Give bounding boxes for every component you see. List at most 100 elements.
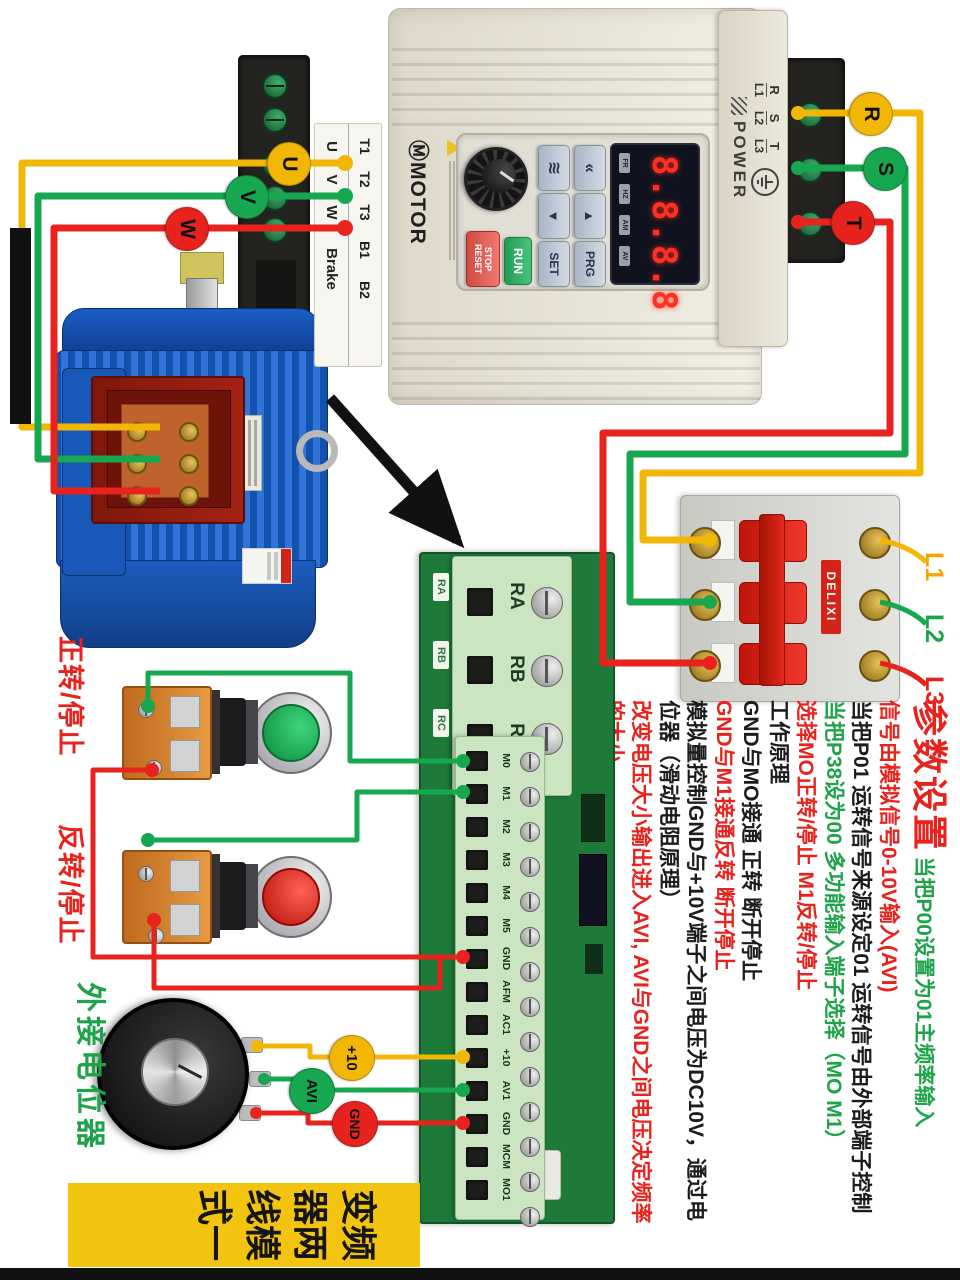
potentiometer-label: 外接电位器 bbox=[73, 982, 106, 1152]
breaker-top-terminal-1[interactable] bbox=[859, 527, 891, 559]
terminal-screw-r[interactable] bbox=[797, 102, 823, 128]
breaker-bottom-terminal-3[interactable] bbox=[689, 650, 721, 682]
terminal-screw-t[interactable] bbox=[797, 211, 823, 237]
recess-screw[interactable] bbox=[262, 107, 288, 133]
motor-terminal[interactable] bbox=[179, 454, 199, 474]
param-line: 模拟量控制GND与+10V端子之间电压为DC10V，通过电 bbox=[684, 700, 708, 1221]
terminal-screw-w[interactable] bbox=[262, 217, 288, 243]
recess-screw[interactable] bbox=[262, 73, 288, 99]
mode-key[interactable]: ≋ bbox=[538, 145, 570, 191]
strip-screw[interactable] bbox=[520, 1101, 540, 1122]
nc-contact-screw[interactable] bbox=[148, 928, 164, 944]
reverse-stop-label: 反转/停止 bbox=[55, 824, 85, 945]
strip-screw[interactable] bbox=[520, 821, 540, 842]
ct-gnd2: GND bbox=[500, 1111, 512, 1136]
strip-screw[interactable] bbox=[520, 1031, 540, 1052]
vfd-power-cover: R L1 S L2 T L3 bbox=[718, 10, 788, 347]
indicator-fr: FR bbox=[619, 153, 630, 173]
breaker-handle[interactable] bbox=[739, 514, 807, 686]
ct-ac1: AC1 bbox=[500, 1013, 512, 1035]
param-line: 改变电压大小输出进入AVI, AVI与GND之间电压决定频率 bbox=[629, 700, 653, 1224]
motor-terminal-strip: T1 T2 T3 B1 B2 U V W Brake bbox=[314, 123, 382, 367]
ct-m1: M1 bbox=[500, 786, 512, 801]
down-arrow-key[interactable]: ▼ bbox=[538, 193, 570, 239]
forward-stop-label: 正转/停止 bbox=[55, 636, 85, 757]
strip-screw[interactable] bbox=[520, 786, 540, 807]
breaker-top-terminal-2[interactable] bbox=[859, 589, 891, 621]
power-terminal-l2: L2 bbox=[752, 111, 767, 126]
up-arrow-key[interactable]: ▲ bbox=[574, 193, 606, 239]
ct-mo1: MO1 bbox=[500, 1178, 512, 1201]
line-label-l1: L1 bbox=[920, 552, 948, 582]
badge-w: W bbox=[165, 207, 209, 251]
motor-terminal[interactable] bbox=[179, 486, 199, 506]
set-key[interactable]: SET bbox=[538, 241, 570, 287]
vfd-keypad: 8.8.8.8 FR HZ AM AV « ▲ PRG ≋ ▼ SET RUN … bbox=[456, 133, 710, 312]
run-key[interactable]: RUN bbox=[504, 237, 532, 285]
brand-text: MOTOR bbox=[406, 162, 429, 245]
no-contact-screw[interactable] bbox=[138, 866, 154, 882]
params-title: 参数设置 bbox=[909, 700, 950, 853]
motor-terminal[interactable] bbox=[179, 422, 199, 442]
pot-knob[interactable] bbox=[141, 1038, 209, 1106]
power-terminal-t: T bbox=[767, 142, 782, 151]
brand-m-icon: Ⓜ bbox=[406, 140, 429, 162]
reverse-stop-button[interactable] bbox=[122, 832, 332, 958]
ct-mcm: MCM bbox=[500, 1143, 512, 1170]
strip-screw[interactable] bbox=[520, 1171, 540, 1192]
motor-terminal[interactable] bbox=[127, 422, 147, 442]
param-line: 当把P38设为00 多功能输入端子选择（MO M1） bbox=[822, 700, 845, 1151]
green-button-lens[interactable] bbox=[262, 704, 320, 762]
photo-edge-bar bbox=[0, 1268, 960, 1280]
terminal-label-t2: T2 bbox=[357, 171, 373, 188]
terminal-label-t1: T1 bbox=[357, 138, 373, 155]
line-label-l2: L2 bbox=[920, 614, 948, 644]
circuit-breaker: DELIXI bbox=[680, 495, 900, 702]
strip-screw[interactable] bbox=[520, 891, 540, 912]
shift-key[interactable]: « bbox=[574, 145, 606, 191]
terminal-label-u: U bbox=[323, 141, 341, 152]
terminal-label-w: W bbox=[323, 205, 341, 220]
line-label-l3: L3 bbox=[920, 676, 948, 706]
param-line: 当把P01 运转信号来源设定01 运转信号由外部端子控制 bbox=[849, 700, 873, 1214]
no-contact-screw[interactable] bbox=[138, 702, 154, 718]
forward-stop-button[interactable] bbox=[122, 668, 332, 794]
breaker-bottom-terminal-2[interactable] bbox=[689, 589, 721, 621]
motor-terminal[interactable] bbox=[127, 486, 147, 506]
badge-u: U bbox=[267, 142, 311, 186]
param-line: 位器（滑动电阻原理） bbox=[657, 700, 680, 910]
strip-screw[interactable] bbox=[520, 856, 540, 877]
terminal-label-b1: B1 bbox=[357, 241, 373, 259]
power-terminal-r: R bbox=[767, 85, 782, 95]
breaker-top-terminal-3[interactable] bbox=[859, 650, 891, 682]
breaker-bottom-terminal-1[interactable] bbox=[689, 527, 721, 559]
param-line: 信号由模拟信号0-10V输入(AVI) bbox=[877, 700, 900, 993]
strip-screw[interactable] bbox=[520, 996, 540, 1017]
nc-contact-screw[interactable] bbox=[146, 760, 162, 776]
ct-m4: M4 bbox=[500, 885, 512, 900]
relay-screw-rb[interactable] bbox=[531, 655, 563, 687]
frequency-knob[interactable] bbox=[464, 147, 528, 211]
badge-v: V bbox=[225, 175, 269, 219]
pot-lug bbox=[239, 1105, 261, 1121]
motor-terminal[interactable] bbox=[127, 454, 147, 474]
strip-screw[interactable] bbox=[520, 1206, 540, 1227]
reset-label: RESET bbox=[473, 243, 483, 274]
relay-screw-ra[interactable] bbox=[531, 587, 563, 619]
mode-box-line: 变频 bbox=[338, 1188, 379, 1261]
pot-pointer bbox=[177, 1064, 203, 1079]
strip-screw[interactable] bbox=[520, 1066, 540, 1087]
strip-screw[interactable] bbox=[520, 751, 540, 772]
stop-reset-key[interactable]: STOP RESET bbox=[466, 231, 500, 287]
strip-screw[interactable] bbox=[520, 926, 540, 947]
strip-screw[interactable] bbox=[520, 961, 540, 982]
power-label: POWER bbox=[730, 121, 749, 201]
strip-screw[interactable] bbox=[520, 1136, 540, 1157]
red-button-lens[interactable] bbox=[262, 868, 320, 926]
param-line: GND与M1接通反转 断开停止 bbox=[712, 700, 735, 971]
prg-key[interactable]: PRG bbox=[574, 241, 606, 287]
param-line: 选择MO正转/停止 M1反转/停止 bbox=[794, 700, 818, 991]
ct-m0: M0 bbox=[500, 753, 512, 768]
terminal-screw-s[interactable] bbox=[797, 157, 823, 183]
